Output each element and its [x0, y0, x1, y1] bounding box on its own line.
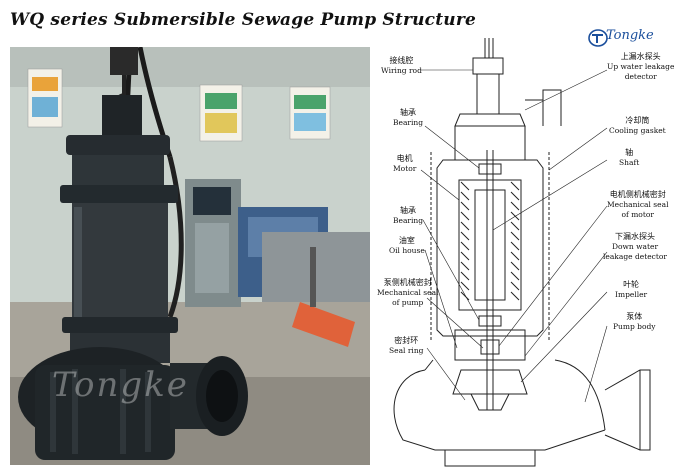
- photo-watermark: Tongke: [52, 365, 189, 405]
- label-shaft: 轴 Shaft: [619, 148, 640, 167]
- page-title: WQ series Submersible Sewage Pump Struct…: [10, 10, 476, 30]
- logo-text: Tongke: [606, 28, 654, 43]
- section-drawing: [393, 38, 651, 467]
- label-seal-ring: 密封环 Seal ring: [389, 336, 424, 355]
- brand-logo: Tongke: [588, 27, 680, 49]
- pump-section-diagram: 接线腔 Wiring rod 轴承 Bearing 电机 Motor 轴承 Be…: [375, 30, 693, 472]
- logo-mark-icon: [588, 29, 608, 47]
- label-cooling-gasket: 冷却筒 Cooling gasket: [609, 116, 666, 135]
- label-bearing-bottom: 轴承 Bearing: [393, 206, 424, 225]
- label-wiring-rod: 接线腔 Wiring rod: [381, 56, 422, 75]
- label-impeller: 叶轮 Impeller: [615, 280, 648, 299]
- label-motor: 电机 Motor: [393, 154, 417, 173]
- label-mech-seal-motor: 电机侧机械密封 Mechanical seal of motor: [607, 190, 669, 219]
- label-mech-seal-pump: 泵侧机械密封 Mechanical seal of pump: [377, 278, 439, 307]
- label-down-leak-detector: 下漏水探头 Down water leakage detector: [603, 232, 667, 261]
- label-oil-house: 油室 Oil house: [389, 236, 425, 255]
- label-pump-body: 泵体 Pump body: [613, 312, 656, 331]
- label-bearing-top: 轴承 Bearing: [393, 108, 424, 127]
- pump-photo: Tongke: [10, 47, 370, 465]
- label-up-leak-detector: 上漏水探头 Up water leakage detector: [607, 52, 675, 81]
